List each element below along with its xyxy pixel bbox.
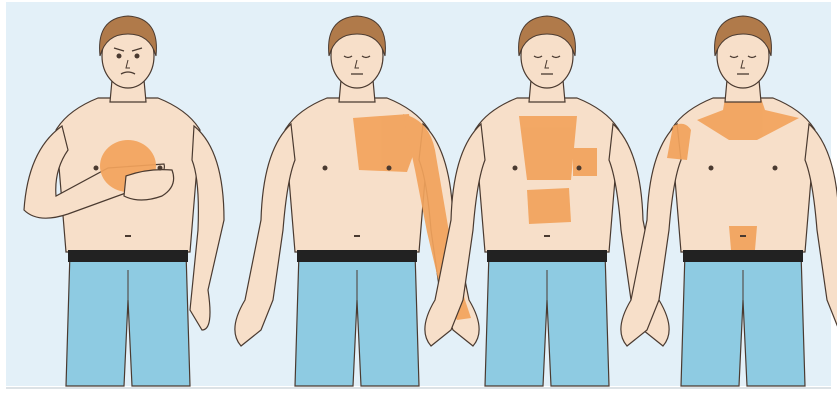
pain-region-upper-abdomen [527, 188, 571, 224]
nipple [94, 166, 99, 171]
belt [68, 250, 188, 262]
nipple [513, 166, 518, 171]
belt [297, 250, 417, 262]
eye [117, 54, 122, 59]
eye [135, 54, 140, 59]
nipple [709, 166, 714, 171]
belt [683, 250, 803, 262]
nipple [387, 166, 392, 171]
nipple [158, 166, 163, 171]
nipple [577, 166, 582, 171]
belt [487, 250, 607, 262]
nipple [773, 166, 778, 171]
pain-region-left-chest-small [573, 148, 597, 176]
pain-region-upper-chest [519, 116, 577, 180]
nipple [323, 166, 328, 171]
pain-region-lower-abdomen [729, 226, 757, 250]
